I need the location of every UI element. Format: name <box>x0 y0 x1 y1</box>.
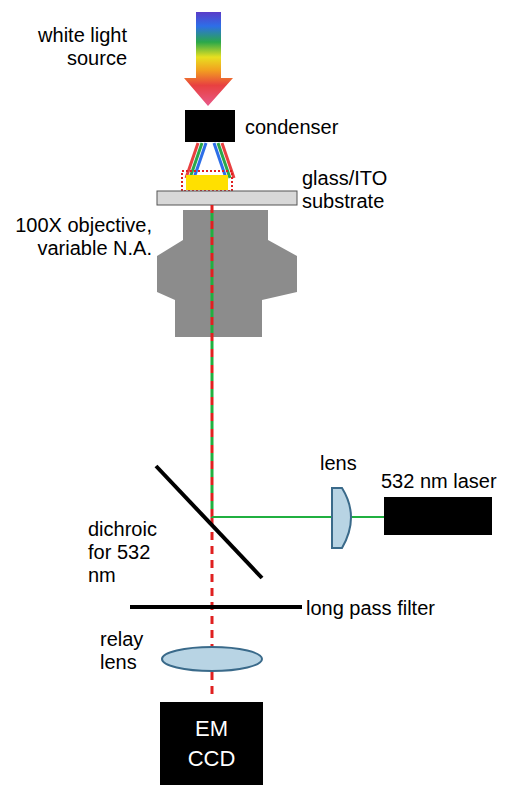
red-beam <box>211 205 214 518</box>
component-label: condenser <box>245 116 365 139</box>
component-label: relay lens <box>100 628 162 674</box>
node-text: EM CCD <box>187 714 237 774</box>
laser-beam <box>212 516 384 518</box>
sample <box>186 175 228 190</box>
component-label: glass/ITO substrate <box>302 167 412 213</box>
dichroic-mirror <box>156 466 262 578</box>
laser-box <box>384 497 492 535</box>
ccd-camera: EM CCD <box>160 702 263 785</box>
objective <box>157 210 297 337</box>
component-label: 100X objective, variable N.A. <box>12 214 152 260</box>
laser-label: 532 nm laser <box>381 470 509 493</box>
white-light-arrow <box>184 12 233 106</box>
substrate <box>157 191 297 205</box>
component-label: long pass filter <box>306 597 496 620</box>
light-cone <box>186 143 234 178</box>
long-pass-filter <box>130 605 302 609</box>
sample-outline <box>182 171 232 191</box>
green-beam <box>211 205 214 518</box>
condenser-block <box>185 110 235 142</box>
relay-lens <box>162 647 262 671</box>
component-label: lens <box>320 452 380 475</box>
source-label: white light source <box>12 24 127 70</box>
lens <box>332 488 351 548</box>
component-label: dichroic for 532 nm <box>88 518 170 587</box>
